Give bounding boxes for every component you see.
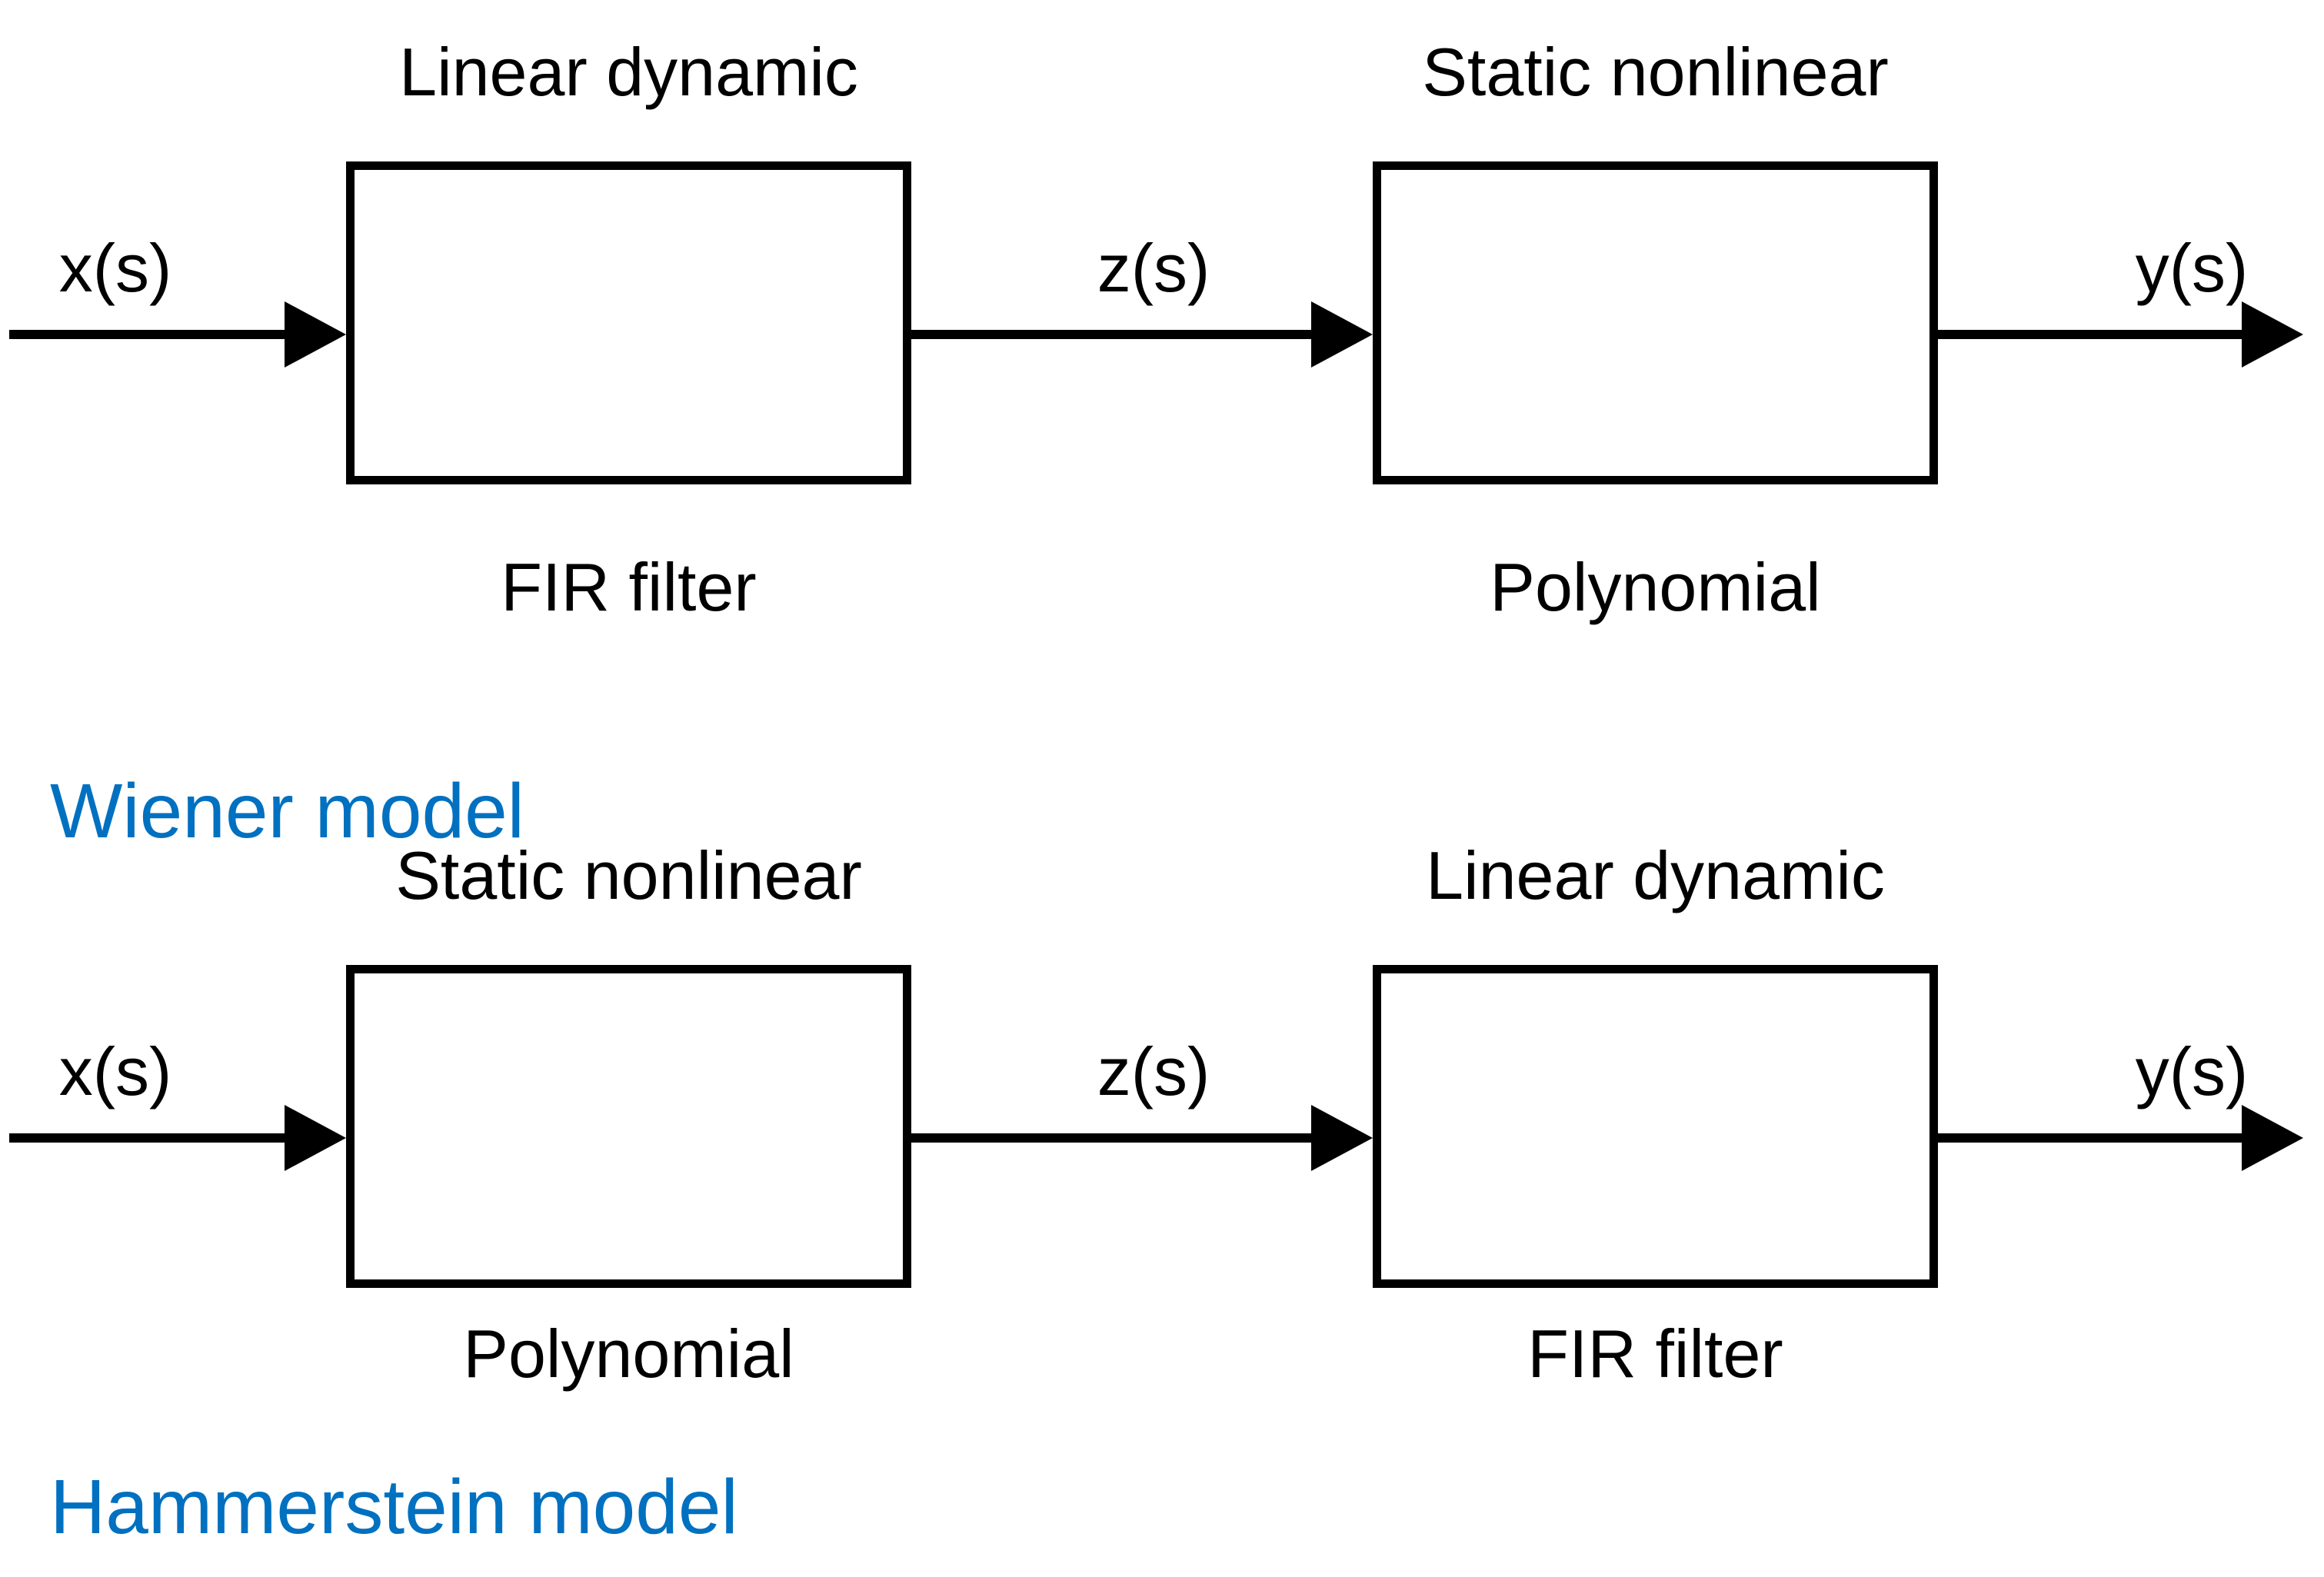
- arrow-line: [9, 330, 292, 339]
- hammerstein-linear-dynamic-box: [1373, 965, 1938, 1288]
- arrow-head-icon: [1311, 1105, 1373, 1171]
- arrow-head-icon: [285, 1105, 346, 1171]
- hammerstein-block1-title: Static nonlinear: [395, 837, 862, 913]
- wiener-static-nonlinear-box: [1373, 161, 1938, 484]
- wiener-intermediate-signal-label: z(s): [1097, 230, 1210, 306]
- wiener-linear-dynamic-box: [346, 161, 911, 484]
- wiener-block2-subtitle: Polynomial: [1490, 549, 1821, 625]
- wiener-block1-title: Linear dynamic: [399, 34, 858, 110]
- arrow-line: [9, 1133, 292, 1143]
- hammerstein-input-signal-label: x(s): [58, 1033, 172, 1110]
- hammerstein-model-name-label: Hammerstein model: [50, 1464, 738, 1550]
- arrow-line: [1938, 1133, 2242, 1143]
- wiener-block1-subtitle: FIR filter: [501, 549, 757, 625]
- wiener-input-signal-label: x(s): [58, 230, 172, 306]
- arrow-line: [911, 1133, 1319, 1143]
- arrow-head-icon: [2242, 301, 2303, 368]
- arrow-line: [911, 330, 1319, 339]
- hammerstein-block2-title: Linear dynamic: [1426, 837, 1885, 913]
- wiener-output-signal-label: y(s): [2135, 230, 2249, 306]
- arrow-head-icon: [2242, 1105, 2303, 1171]
- hammerstein-block1-subtitle: Polynomial: [463, 1316, 794, 1392]
- wiener-model-name-label: Wiener model: [50, 768, 524, 854]
- hammerstein-output-signal-label: y(s): [2135, 1033, 2249, 1110]
- arrow-head-icon: [285, 301, 346, 368]
- hammerstein-block2-subtitle: FIR filter: [1527, 1316, 1783, 1392]
- wiener-block2-title: Static nonlinear: [1422, 34, 1889, 110]
- hammerstein-intermediate-signal-label: z(s): [1097, 1033, 1210, 1110]
- arrow-head-icon: [1311, 301, 1373, 368]
- arrow-line: [1938, 330, 2242, 339]
- hammerstein-static-nonlinear-box: [346, 965, 911, 1288]
